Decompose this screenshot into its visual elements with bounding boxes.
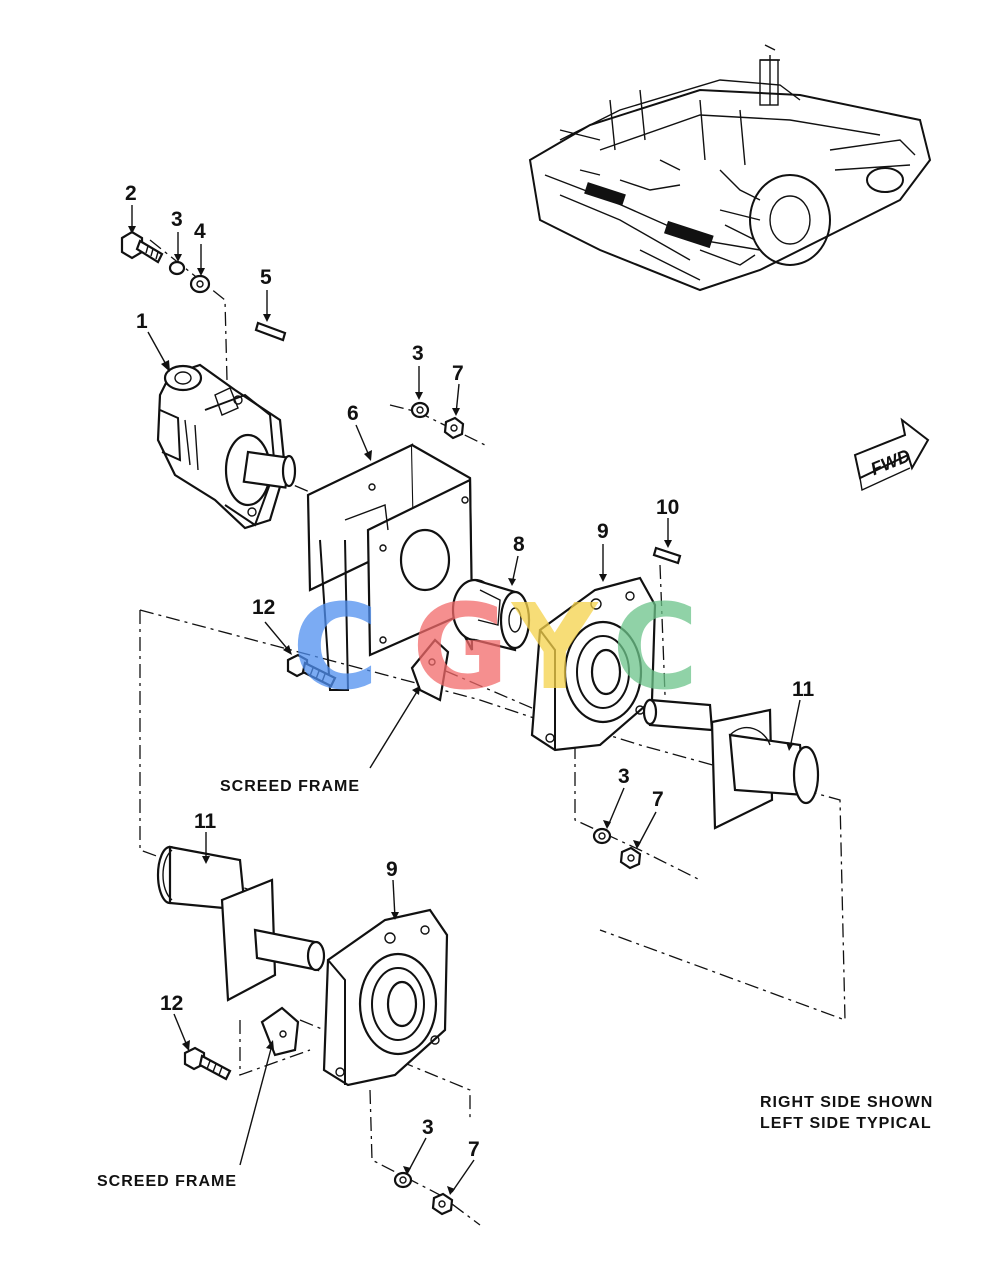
callout-3-upper: 3 [412,342,424,365]
key-part-10 [652,546,682,565]
washer-part-4 [189,274,211,294]
callout-7-upper: 7 [452,362,464,385]
side-note-line-1: RIGHT SIDE SHOWN [760,1094,933,1111]
callout-10: 10 [656,496,679,519]
callout-11-upper: 11 [792,678,815,701]
watermark-letter-3: Y [510,578,599,716]
callout-12-upper: 12 [252,596,275,619]
callout-1: 1 [136,310,148,333]
lockwasher-part-3-middle [592,827,612,845]
screed-frame-label-lower: SCREED FRAME [97,1173,237,1190]
callout-5: 5 [260,266,272,289]
watermark-letter-4: C [612,578,699,716]
mount-plate-part-6 [306,443,474,691]
callout-2: 2 [125,182,137,205]
pump-part-1 [156,363,297,530]
callout-9-upper: 9 [597,520,609,543]
fwd-label: FWD [868,445,913,479]
callout-3-middle: 3 [618,765,630,788]
watermark-letter-2: G [412,578,509,716]
watermark-letter-1: C [292,578,379,716]
callout-leader-lines [128,205,801,1195]
nut-part-7-middle [619,846,642,870]
text-labels: SCREED FRAME SCREED FRAME RIGHT SIDE SHO… [97,778,933,1190]
callout-3-top: 3 [171,208,183,231]
flange-bearing-part-9-lower [322,908,449,1087]
coupling-part-8 [451,578,531,652]
watermark-logo: C G Y C [292,578,699,716]
callout-numbers: 2 3 4 5 1 3 7 6 8 9 10 12 11 3 7 11 9 12… [125,182,815,1161]
fwd-direction-arrow: FWD [853,417,930,492]
callout-3-bottom: 3 [422,1116,434,1139]
screed-frame-label-upper: SCREED FRAME [220,778,360,795]
shaft-part-11-upper [642,698,820,830]
callout-9-lower: 9 [386,858,398,881]
callout-12-lower: 12 [160,992,183,1015]
lockwasher-part-3-top [168,260,186,276]
lockwasher-part-3-bottom [393,1171,413,1189]
machine-overview-illustration [528,44,932,292]
callout-7-bottom: 7 [468,1138,480,1161]
callout-4: 4 [194,220,206,243]
callout-6: 6 [347,402,359,425]
bolt-part-12-lower [183,1046,232,1081]
callout-7-middle: 7 [652,788,664,811]
side-note-line-2: LEFT SIDE TYPICAL [760,1115,932,1132]
shaft-part-11-lower [156,845,326,1002]
key-part-5 [254,321,287,342]
nut-part-7-upper [443,416,465,440]
nut-part-7-bottom [431,1192,454,1216]
bolt-part-2 [120,230,164,264]
callout-11-lower: 11 [194,810,217,833]
lockwasher-part-3-upper [410,401,430,419]
flange-bearing-part-9-upper [530,576,657,752]
screed-frame-fragment-upper [410,638,450,702]
bolt-part-12-upper [286,653,337,688]
callout-8: 8 [513,533,525,556]
